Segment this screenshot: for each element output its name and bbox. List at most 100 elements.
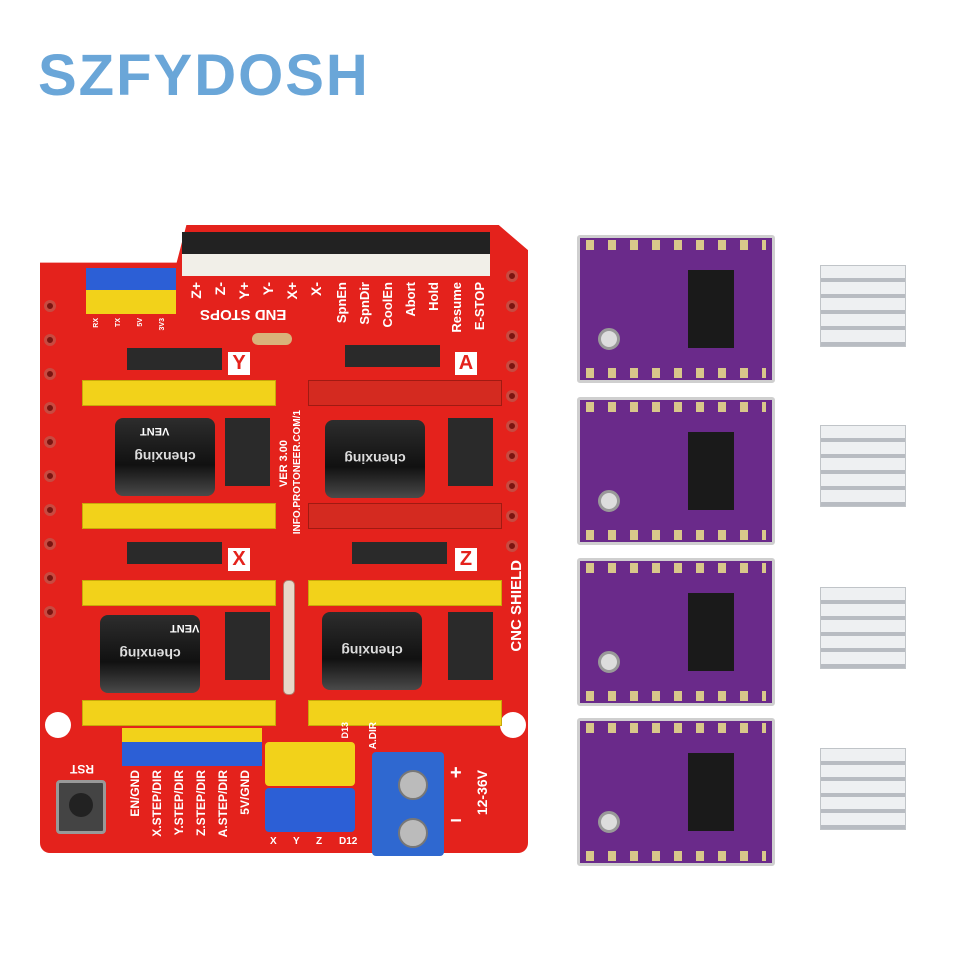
control-label: SpnDir [357, 282, 372, 325]
uart-label: TX [115, 318, 122, 327]
bottom-label: A.STEP/DIR [216, 770, 230, 838]
control-label: Resume [449, 282, 464, 333]
capacitor: chenxing [325, 420, 425, 498]
mount-hole [45, 712, 71, 738]
socket-a-top [308, 380, 502, 406]
driver-chip [688, 270, 734, 348]
header-pin [44, 504, 56, 516]
header-pin [44, 606, 56, 618]
heatsink [820, 587, 906, 669]
resistor [252, 333, 292, 345]
stepper-driver-module [577, 558, 775, 706]
header-pin [506, 360, 518, 372]
module-pins [586, 368, 766, 378]
header-pin [506, 390, 518, 402]
d13-label: D13 [340, 722, 350, 739]
jumper-label: Z [316, 836, 323, 847]
url-label: INFO.PROTONEER.COM/1 [292, 410, 303, 535]
i2c-header [86, 268, 176, 290]
jumper-label: D12 [339, 836, 358, 847]
header-pin [506, 540, 518, 552]
power-plus: + [450, 762, 462, 784]
shield-name: CNC SHIELD [508, 560, 525, 652]
jumper-block [448, 612, 493, 680]
socket-x-bottom [82, 700, 276, 726]
stepper-driver-module [577, 718, 775, 866]
uart-label: 5V [137, 318, 144, 327]
endstops-title: END STOPS [200, 306, 287, 323]
terminal-screw[interactable] [398, 818, 428, 848]
control-label: CoolEn [380, 282, 395, 328]
header-pin [506, 450, 518, 462]
uart-label: 3V3 [159, 318, 166, 331]
module-pins [586, 530, 766, 540]
header-pin [506, 330, 518, 342]
jumper-label: X [270, 836, 277, 847]
trim-potentiometer [598, 490, 620, 512]
terminal-screw[interactable] [398, 770, 428, 800]
voltage-label: 12-36V [474, 770, 490, 816]
reset-button[interactable] [56, 780, 106, 834]
rst-label: RST [70, 762, 94, 776]
endstop-label: Y+ [236, 282, 252, 300]
microstep-header-y [127, 348, 222, 370]
header-pin [44, 402, 56, 414]
cap-vent-label: VENT [170, 622, 200, 634]
bottom-label: X.STEP/DIR [150, 770, 164, 837]
driver-chip [688, 432, 734, 510]
step-dir-header [122, 742, 262, 766]
glass-fuse [283, 580, 295, 695]
module-pins [586, 563, 766, 573]
i2c-label: SDA [115, 246, 122, 261]
endstop-label: Y- [260, 282, 276, 296]
brand-logo: SZFYDOSH [38, 43, 370, 108]
module-pins [586, 240, 766, 250]
a-dir-label: A.DIR [368, 722, 379, 750]
header-pin [44, 538, 56, 550]
socket-x-top [82, 580, 276, 606]
axis-label-z: Z [455, 548, 477, 571]
jumper-block [225, 612, 270, 680]
driver-chip [688, 753, 734, 831]
endstop-label: Z- [212, 282, 228, 296]
capacitor: chenxing [322, 612, 422, 690]
bottom-label: 5V/GND [238, 770, 252, 815]
socket-a-bottom [308, 503, 502, 529]
driver-chip [688, 593, 734, 671]
module-pins [586, 691, 766, 701]
stepper-driver-module [577, 397, 775, 545]
endstop-label: X+ [284, 282, 300, 300]
header-pin [44, 436, 56, 448]
header-pin [506, 510, 518, 522]
header-pin [44, 470, 56, 482]
microstep-header-a [345, 345, 440, 367]
endstop-label: Z+ [188, 282, 204, 299]
module-pins [586, 851, 766, 861]
bottom-label: Z.STEP/DIR [194, 770, 208, 837]
axis-label-a: A [455, 352, 477, 375]
version-label: VER 3.00 [278, 440, 290, 488]
bottom-label: Y.STEP/DIR [172, 770, 186, 836]
microstep-header-z [352, 542, 447, 564]
i2c-label: RST [159, 246, 166, 260]
axis-label-y: Y [228, 352, 250, 375]
control-label: E-STOP [472, 282, 487, 331]
header-white [182, 254, 490, 276]
control-label: SpnEn [334, 282, 349, 324]
microstep-header-x [127, 542, 222, 564]
header-pin [44, 572, 56, 584]
module-pins [586, 402, 766, 412]
control-label: Hold [426, 282, 441, 311]
trim-potentiometer [598, 651, 620, 673]
heatsink [820, 748, 906, 830]
header-pin [506, 420, 518, 432]
header-pin [506, 480, 518, 492]
mount-hole [500, 712, 526, 738]
jumper-block [225, 418, 270, 486]
trim-potentiometer [598, 328, 620, 350]
endstop-label: X- [308, 282, 324, 296]
jumper-header-blue [265, 788, 355, 832]
jumper-block [448, 418, 493, 486]
header-black [182, 232, 490, 254]
